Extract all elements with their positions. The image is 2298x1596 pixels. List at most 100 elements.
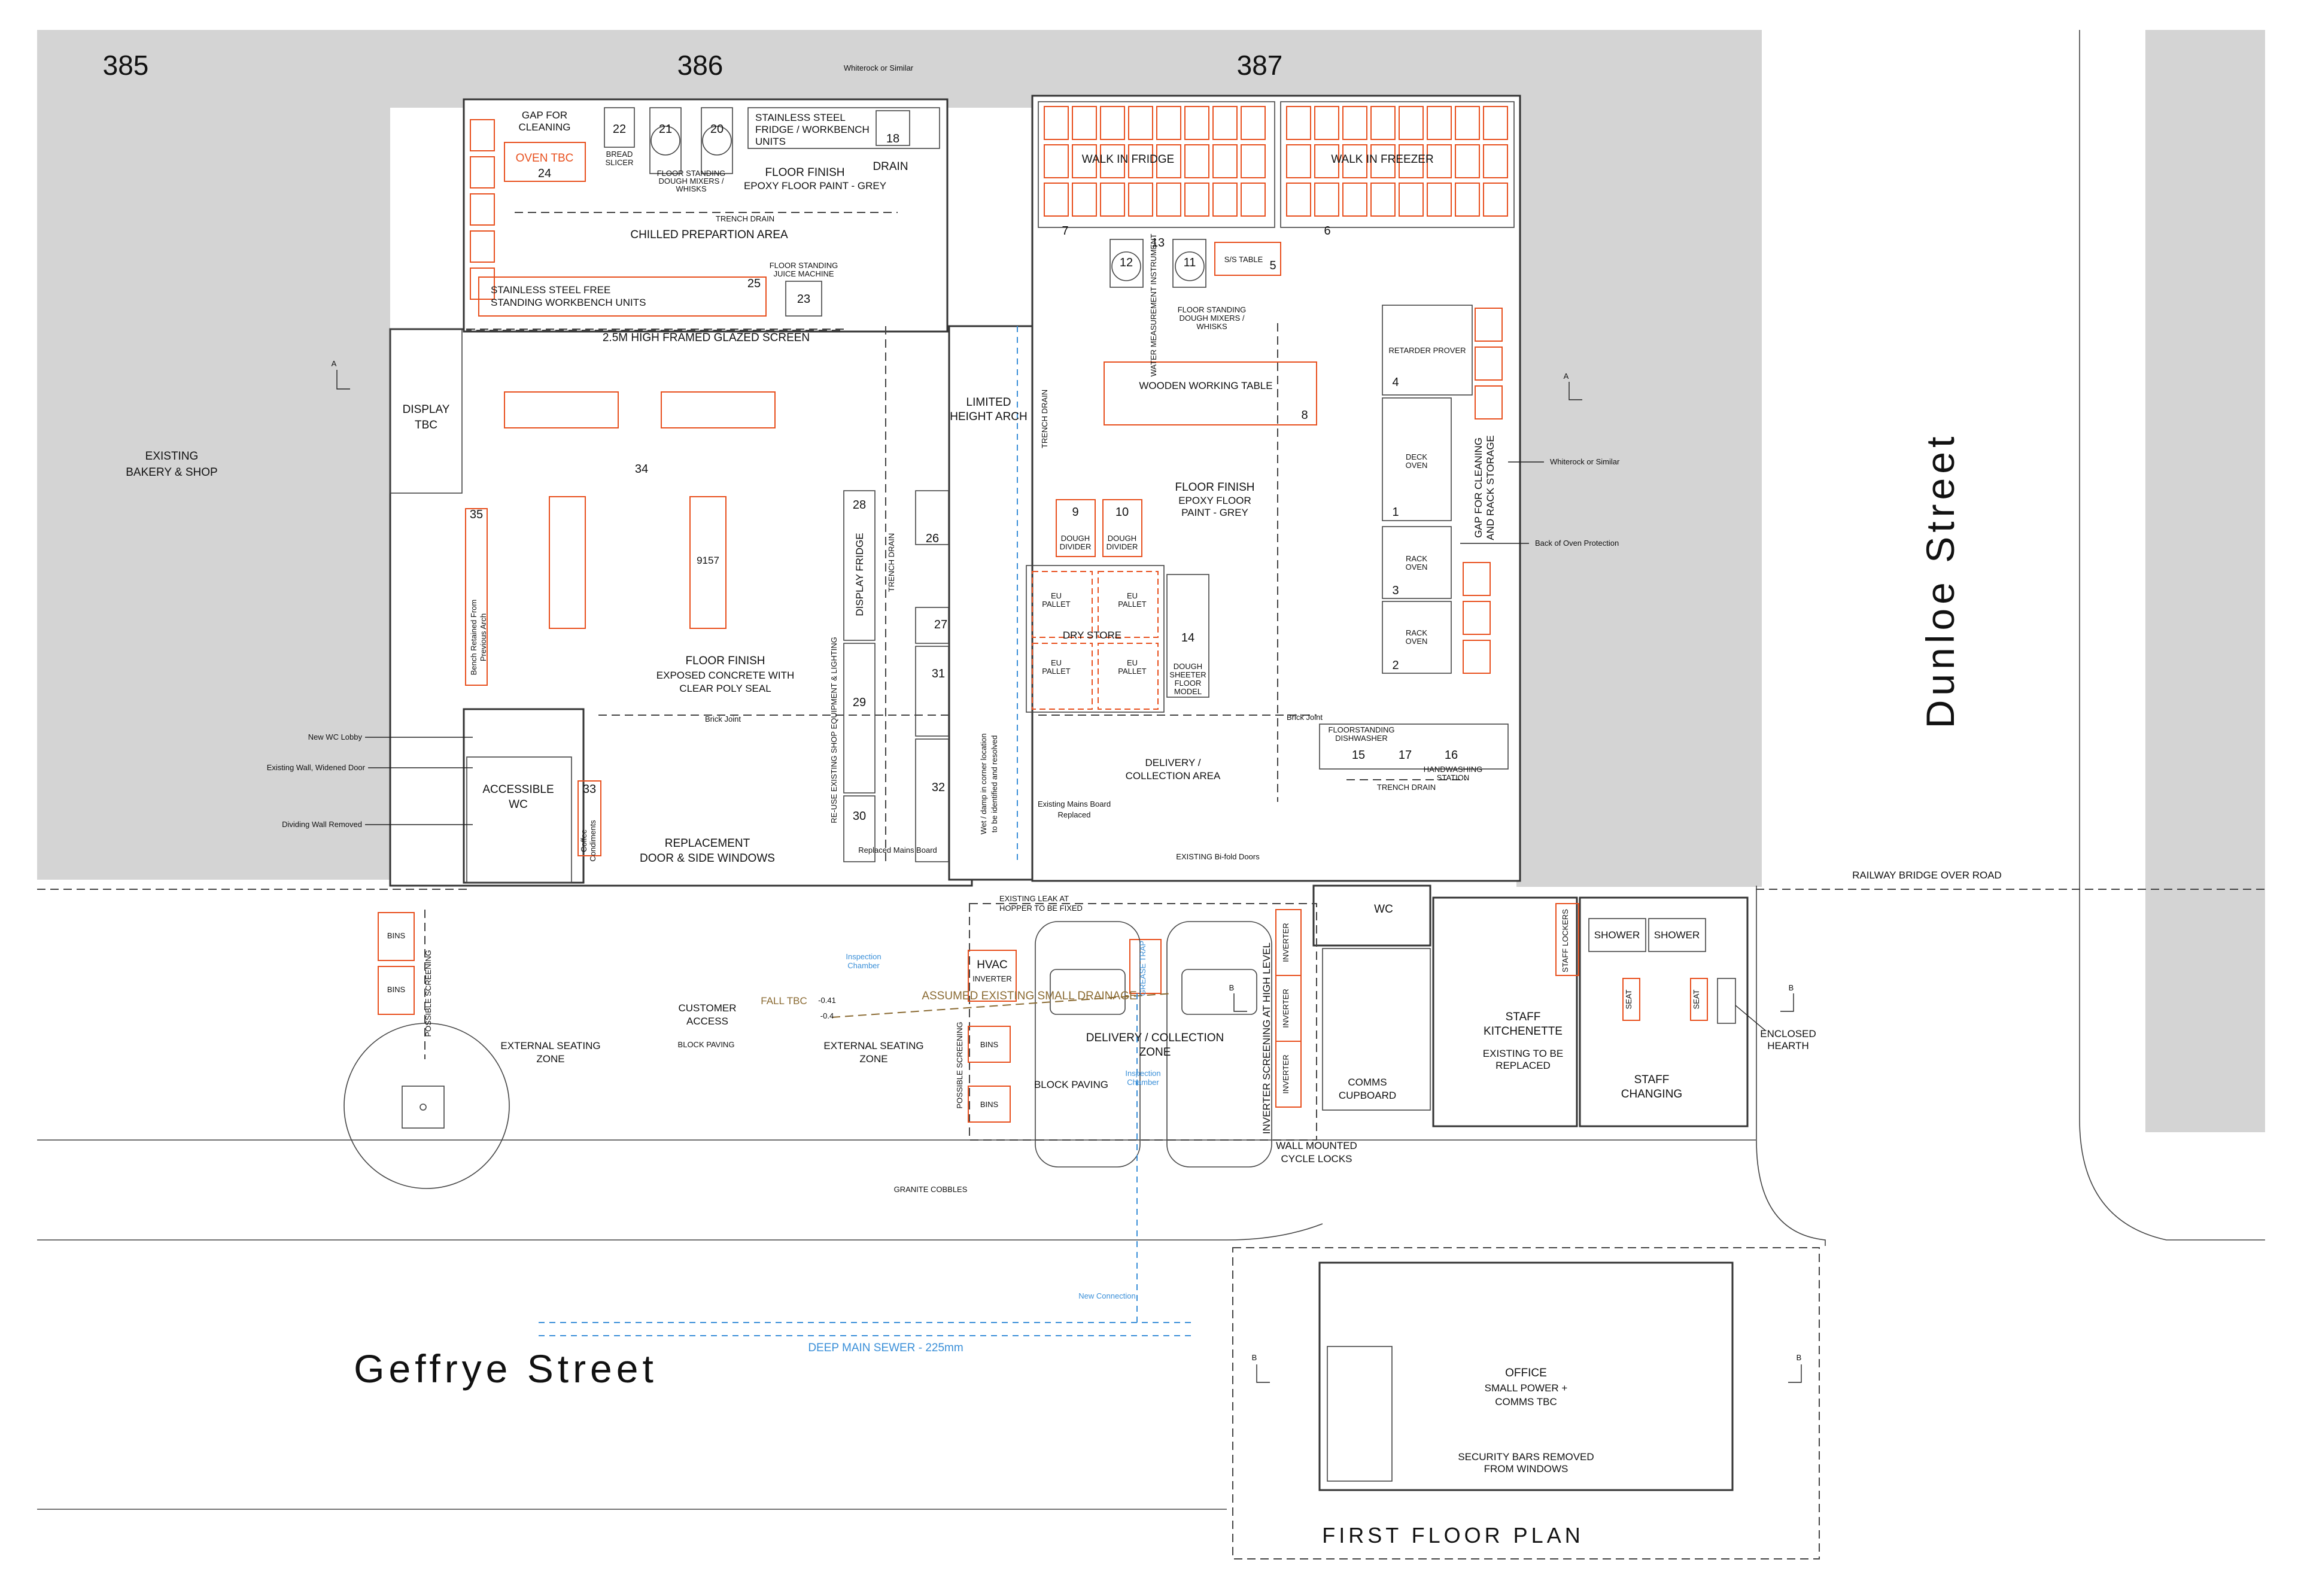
label-sheeter-3: FLOOR <box>1175 679 1202 688</box>
sink-18 <box>876 110 910 146</box>
mixer-20 <box>701 107 733 174</box>
label-mixer-11-no: 11 <box>1184 256 1196 269</box>
label-ff-office-1: OFFICE <box>1505 1367 1547 1379</box>
label-street-geffrye: Geffrye Street <box>354 1346 658 1391</box>
label-railway-label: RAILWAY BRIDGE OVER ROAD <box>1852 870 2002 881</box>
label-replacement-2: DOOR & SIDE WINDOWS <box>640 852 775 865</box>
label-bakery-1: EXISTING <box>145 450 199 463</box>
label-seating-2: ZONE <box>536 1053 564 1065</box>
first-floor-stair <box>1327 1346 1393 1482</box>
grease-trap <box>1129 939 1162 994</box>
freezer-rack-shelf <box>1483 183 1508 217</box>
label-bench-no: 35 <box>470 508 483 521</box>
label-kitch-note-1: EXISTING TO BE <box>1483 1048 1563 1059</box>
fridge-rack-shelf <box>1128 144 1153 178</box>
label-unit-386-number: 386 <box>677 50 724 81</box>
label-workbench-2: STANDING WORKBENCH UNITS <box>491 297 646 308</box>
label-unit29-no: 29 <box>853 696 866 709</box>
label-leak-2: HOPPER TO BE FIXED <box>999 904 1083 913</box>
label-delivery-2: COLLECTION AREA <box>1126 770 1221 782</box>
pallet-3 <box>1032 643 1093 710</box>
label-ff-office-2: SMALL POWER + <box>1485 1382 1568 1394</box>
label-juice-1: FLOOR STANDING <box>770 261 838 270</box>
label-oven-no: 24 <box>538 167 551 180</box>
label-bins-1t: BINS <box>387 931 406 940</box>
juice-machine-23 <box>785 281 822 317</box>
label-shower-2t: SHOWER <box>1654 929 1700 941</box>
dunloe-west-kerb <box>1756 886 1826 1246</box>
label-sheeter-4: MODEL <box>1174 687 1202 696</box>
freezer-rack-shelf <box>1427 183 1452 217</box>
tree-canopy <box>344 1023 510 1189</box>
label-m387-1: FLOOR STANDING <box>1178 305 1247 314</box>
label-seat-1t: SEAT <box>1624 989 1633 1009</box>
label-wiz-label: WALK IN FREEZER <box>1331 153 1433 166</box>
freezer-rack-shelf <box>1427 106 1452 140</box>
fridge-rack-shelf <box>1184 144 1209 178</box>
existing-bakery-building <box>37 99 390 880</box>
label-screening-west: POSSIBLE SCREENING <box>424 950 433 1036</box>
label-fridge28-label: DISPLAY FRIDGE <box>854 533 865 616</box>
label-pal4-1: EU <box>1127 658 1138 667</box>
fridge-rack-shelf <box>1156 144 1181 178</box>
label-div9-2: DIVIDER <box>1060 542 1092 551</box>
label-pal3-1: EU <box>1051 658 1062 667</box>
label-slicer-2: SLICER <box>606 158 634 167</box>
label-sink-18-no: 18 <box>886 132 899 145</box>
comms-cupboard <box>1322 948 1431 1111</box>
label-seat-2t: SEAT <box>1692 989 1701 1009</box>
label-bins-4t: BINS <box>980 1100 999 1109</box>
label-insp-1: Inspection <box>846 952 881 961</box>
label-paving-2: BLOCK PAVING <box>1034 1079 1108 1090</box>
label-ff2-3: CLEAR POLY SEAL <box>679 683 771 694</box>
label-hvac-1: HVAC <box>977 959 1007 971</box>
label-unit-385-number: 385 <box>103 50 149 81</box>
fridge-rack-shelf <box>1184 183 1209 217</box>
label-paving-1: BLOCK PAVING <box>678 1040 735 1049</box>
label-sheeter-no: 14 <box>1181 631 1194 645</box>
dough-divider-9 <box>1056 499 1096 557</box>
label-fridge-wb-3: UNITS <box>755 136 786 147</box>
label-bakery-2: BAKERY & SHOP <box>126 466 217 479</box>
label-unit27-no: 27 <box>934 618 947 631</box>
section-marker-b-right <box>1780 993 1794 1012</box>
label-changing-2: CHANGING <box>1621 1088 1682 1101</box>
label-ff2-2: EXPOSED CONCRETE WITH <box>656 670 794 681</box>
fridge-rack-shelf <box>1156 106 1181 140</box>
label-staff-wc: WC <box>1374 903 1393 916</box>
fridge-rack-shelf <box>1128 183 1153 217</box>
leader-enclosed-hearth <box>1735 1005 1766 1031</box>
label-sheeter-2: SHEETER <box>1169 670 1206 679</box>
table-3 <box>549 496 586 629</box>
label-wet-damp-2: to be identified and resolved <box>990 735 999 833</box>
label-bins-3t: BINS <box>980 1040 999 1049</box>
label-sec-b-ff-left: B <box>1252 1353 1257 1362</box>
label-wif-label: WALK IN FRIDGE <box>1082 153 1174 166</box>
label-dish-15: 15 <box>1352 749 1365 762</box>
label-gap-rack-1t: GAP FOR CLEANING <box>1473 437 1484 538</box>
fridge-rack-shelf <box>1072 144 1097 178</box>
shower-2 <box>1648 918 1706 952</box>
table-2 <box>661 391 776 428</box>
fridge-rack-shelf <box>1212 144 1238 178</box>
label-acc-wc-1: ACCESSIBLE <box>482 783 554 796</box>
fridge-rack-shelf <box>1241 106 1266 140</box>
label-fridge28-no: 28 <box>853 498 866 512</box>
label-rack3-2: OVEN <box>1406 563 1428 571</box>
label-brick-386: Brick Joint <box>705 715 741 723</box>
label-granite: GRANITE COBBLES <box>894 1185 968 1194</box>
mixer-11 <box>1172 239 1206 288</box>
walk-in-fridge <box>1038 101 1275 228</box>
label-ff387-1: FLOOR FINISH <box>1175 481 1254 494</box>
label-ff386-2: EPOXY FLOOR PAINT - GREY <box>744 180 886 191</box>
unit-27 <box>915 607 949 644</box>
label-street-dunloe: Dunloe Street <box>1918 433 1962 729</box>
label-wooden-table-no: 8 <box>1301 409 1308 422</box>
label-rack3-no: 3 <box>1392 584 1399 597</box>
cleaning-gap-orange-3 <box>470 193 495 226</box>
label-sec-b-yard: B <box>1229 983 1235 992</box>
fridge-rack-shelf <box>1212 106 1238 140</box>
bread-slicer <box>604 107 635 148</box>
label-shower-1t: SHOWER <box>1594 929 1640 941</box>
parked-car-2 <box>1166 921 1272 1168</box>
